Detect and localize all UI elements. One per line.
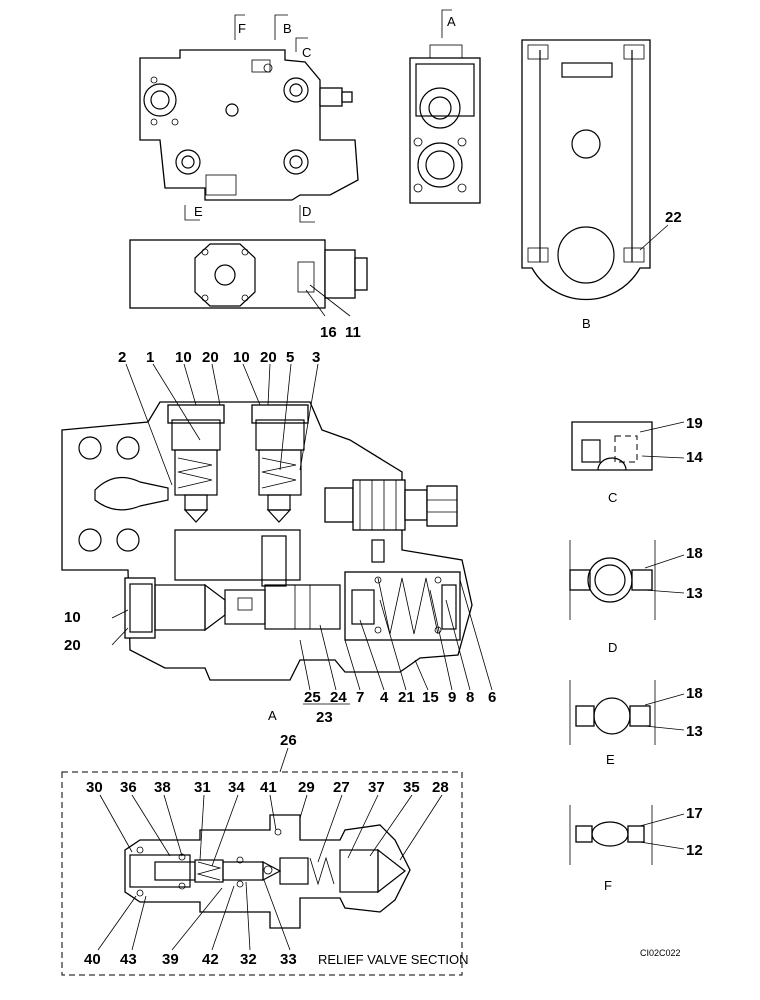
drawing-code: CI02C022 xyxy=(640,948,681,958)
view-f-caption: F xyxy=(604,878,612,893)
label-38: 38 xyxy=(154,779,171,796)
view-d-caption: D xyxy=(608,640,617,655)
label-20-c: 20 xyxy=(64,637,81,654)
view-b-caption: B xyxy=(582,316,591,331)
label-10-a: 10 xyxy=(175,349,192,366)
label-18-e: 18 xyxy=(686,685,703,702)
label-30: 30 xyxy=(86,779,103,796)
label-35: 35 xyxy=(403,779,420,796)
label-14: 14 xyxy=(686,449,703,466)
label-16: 16 xyxy=(320,324,337,341)
view-e: 18 13 E xyxy=(569,680,703,767)
section-a: 2 1 10 20 10 20 5 3 10 20 25 24 7 4 21 1… xyxy=(61,349,496,726)
label-7: 7 xyxy=(356,689,364,706)
view-e-caption: E xyxy=(606,752,615,767)
label-4: 4 xyxy=(380,689,389,706)
view-d: 18 13 D xyxy=(569,540,703,655)
label-15: 15 xyxy=(422,689,439,706)
label-25: 25 xyxy=(304,689,321,706)
label-17: 17 xyxy=(686,805,703,822)
label-20-b: 20 xyxy=(260,349,277,366)
top-mid-view: A xyxy=(409,9,481,204)
label-24: 24 xyxy=(330,689,347,706)
top-left-view: F B C E D xyxy=(139,14,359,223)
label-22: 22 xyxy=(665,209,682,226)
label-36: 36 xyxy=(120,779,137,796)
label-41: 41 xyxy=(260,779,277,796)
label-5: 5 xyxy=(286,349,294,366)
label-13-d: 13 xyxy=(686,585,703,602)
label-21: 21 xyxy=(398,689,415,706)
label-33: 33 xyxy=(280,951,297,968)
label-9: 9 xyxy=(448,689,456,706)
label-28: 28 xyxy=(432,779,449,796)
label-42: 42 xyxy=(202,951,219,968)
label-43: 43 xyxy=(120,951,137,968)
label-10-b: 10 xyxy=(233,349,250,366)
label-12: 12 xyxy=(686,842,703,859)
label-40: 40 xyxy=(84,951,101,968)
label-39: 39 xyxy=(162,951,179,968)
label-37: 37 xyxy=(368,779,385,796)
label-27: 27 xyxy=(333,779,350,796)
view-c: 19 14 C xyxy=(571,415,703,505)
section-mark-e: E xyxy=(194,204,203,219)
label-26: 26 xyxy=(280,732,297,749)
section-mark-d: D xyxy=(302,204,311,219)
section-mark-f: F xyxy=(238,21,246,36)
label-2: 2 xyxy=(118,349,126,366)
view-b: 22 B xyxy=(521,39,682,331)
view-f: 17 12 F xyxy=(569,805,703,893)
section-mark-c: C xyxy=(302,45,311,60)
section-mark-b: B xyxy=(283,21,292,36)
relief-valve-caption: RELIEF VALVE SECTION xyxy=(318,952,469,967)
label-10-c: 10 xyxy=(64,609,81,626)
label-1: 1 xyxy=(146,349,154,366)
label-3: 3 xyxy=(312,349,320,366)
label-32: 32 xyxy=(240,951,257,968)
view-c-caption: C xyxy=(608,490,617,505)
label-34: 34 xyxy=(228,779,245,796)
label-18-d: 18 xyxy=(686,545,703,562)
label-11: 11 xyxy=(345,324,361,341)
label-20-a: 20 xyxy=(202,349,219,366)
label-6: 6 xyxy=(488,689,496,706)
section-a-caption: A xyxy=(268,708,277,723)
label-19: 19 xyxy=(686,415,703,432)
label-23: 23 xyxy=(316,709,333,726)
label-13-e: 13 xyxy=(686,723,703,740)
section-mark-a: A xyxy=(447,14,456,29)
label-31: 31 xyxy=(194,779,211,796)
side-view: 16 11 xyxy=(129,239,368,341)
relief-valve-section: 26 30 36 38 31 34 41 29 27 37 35 28 40 4… xyxy=(61,732,469,976)
label-29: 29 xyxy=(298,779,315,796)
label-8: 8 xyxy=(466,689,474,706)
